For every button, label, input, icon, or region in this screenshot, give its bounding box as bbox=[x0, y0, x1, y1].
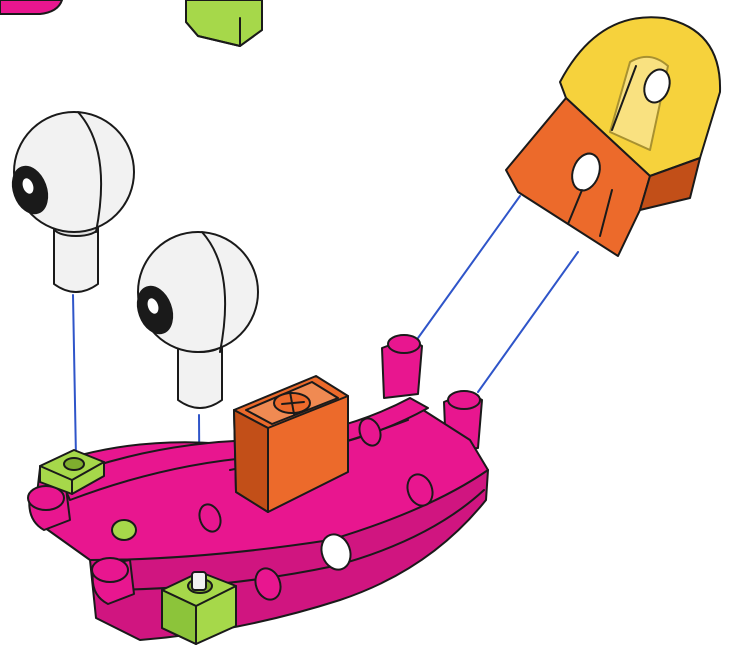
partial-lime-connector-top bbox=[186, 0, 262, 46]
guide-line-left-eye bbox=[73, 295, 76, 458]
orange-yellow-arch bbox=[506, 17, 720, 256]
partial-magenta-piece-top bbox=[0, 0, 62, 14]
eye-ball-left bbox=[7, 112, 134, 292]
guide-line-arch-upper bbox=[418, 196, 520, 338]
eye-ball-right bbox=[132, 232, 258, 408]
guide-line-arch-lower bbox=[478, 252, 578, 392]
